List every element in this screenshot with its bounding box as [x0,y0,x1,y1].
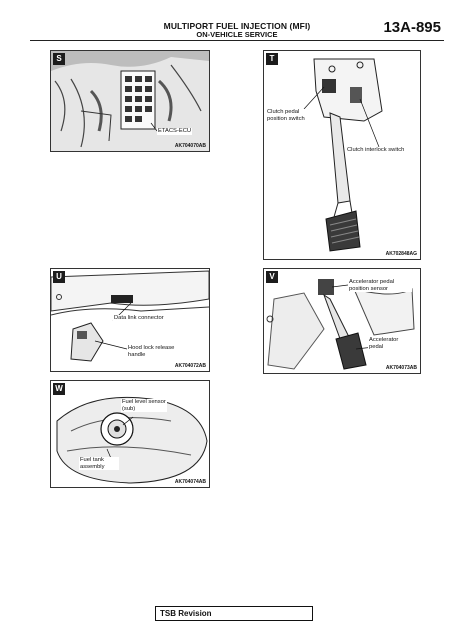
figure-t-tag: T [266,53,278,65]
figure-v-tag: V [266,271,278,283]
figure-v-code: AK704073AB [385,365,417,371]
figure-s-drawing [51,51,209,151]
accelerator-pedal-position-sensor-label: Accelerator pedal position sensor [348,279,412,293]
hood-lock-release-handle-label: Hood lock release handle [127,345,191,359]
figure-s-tag: S [53,53,65,65]
clutch-interlock-switch-label: Clutch interlock switch [346,147,406,154]
page-subtitle: ON-VEHICLE SERVICE [196,30,278,39]
figure-s: S ETACS-ECU AK704070AB [50,50,210,152]
figure-w-tag: W [53,383,65,395]
figure-u-code: AK704072AB [174,363,206,369]
figure-t-drawing [303,58,383,252]
accelerator-pedal-label: Accelerator pedal [368,337,412,351]
figure-s-code: AK704070AB [174,143,206,149]
data-link-connector-label: Data link connector [113,315,165,322]
header-rule [30,40,444,41]
etacs-ecu-label: ETACS-ECU [157,128,193,135]
figure-t-code: AK702848AG [385,251,417,257]
figure-v: V Accelerator pedal position sensor Acce… [263,268,421,374]
figure-w: W Fuel level sensor (sub) Fuel tank asse… [50,380,210,488]
figure-v-drawing [266,279,415,370]
figure-u: U Data link connector Hood lock release … [50,268,210,372]
tsb-revision-box: TSB Revision [155,606,313,621]
figure-t: T Clutch pedal position switch Clutch in… [263,50,421,260]
fuel-tank-assembly-label: Fuel tank assembly [79,457,119,471]
fuel-level-sensor-label: Fuel level sensor (sub) [121,399,167,413]
figure-w-drawing [56,396,208,484]
clutch-pedal-position-switch-label: Clutch pedal position switch [266,109,320,123]
page-number: 13A-895 [383,19,441,36]
figure-u-tag: U [53,271,65,283]
figure-u-drawing [51,270,209,362]
page-title: MULTIPORT FUEL INJECTION (MFI) [163,21,311,31]
figure-w-code: AK704074AB [174,479,206,485]
